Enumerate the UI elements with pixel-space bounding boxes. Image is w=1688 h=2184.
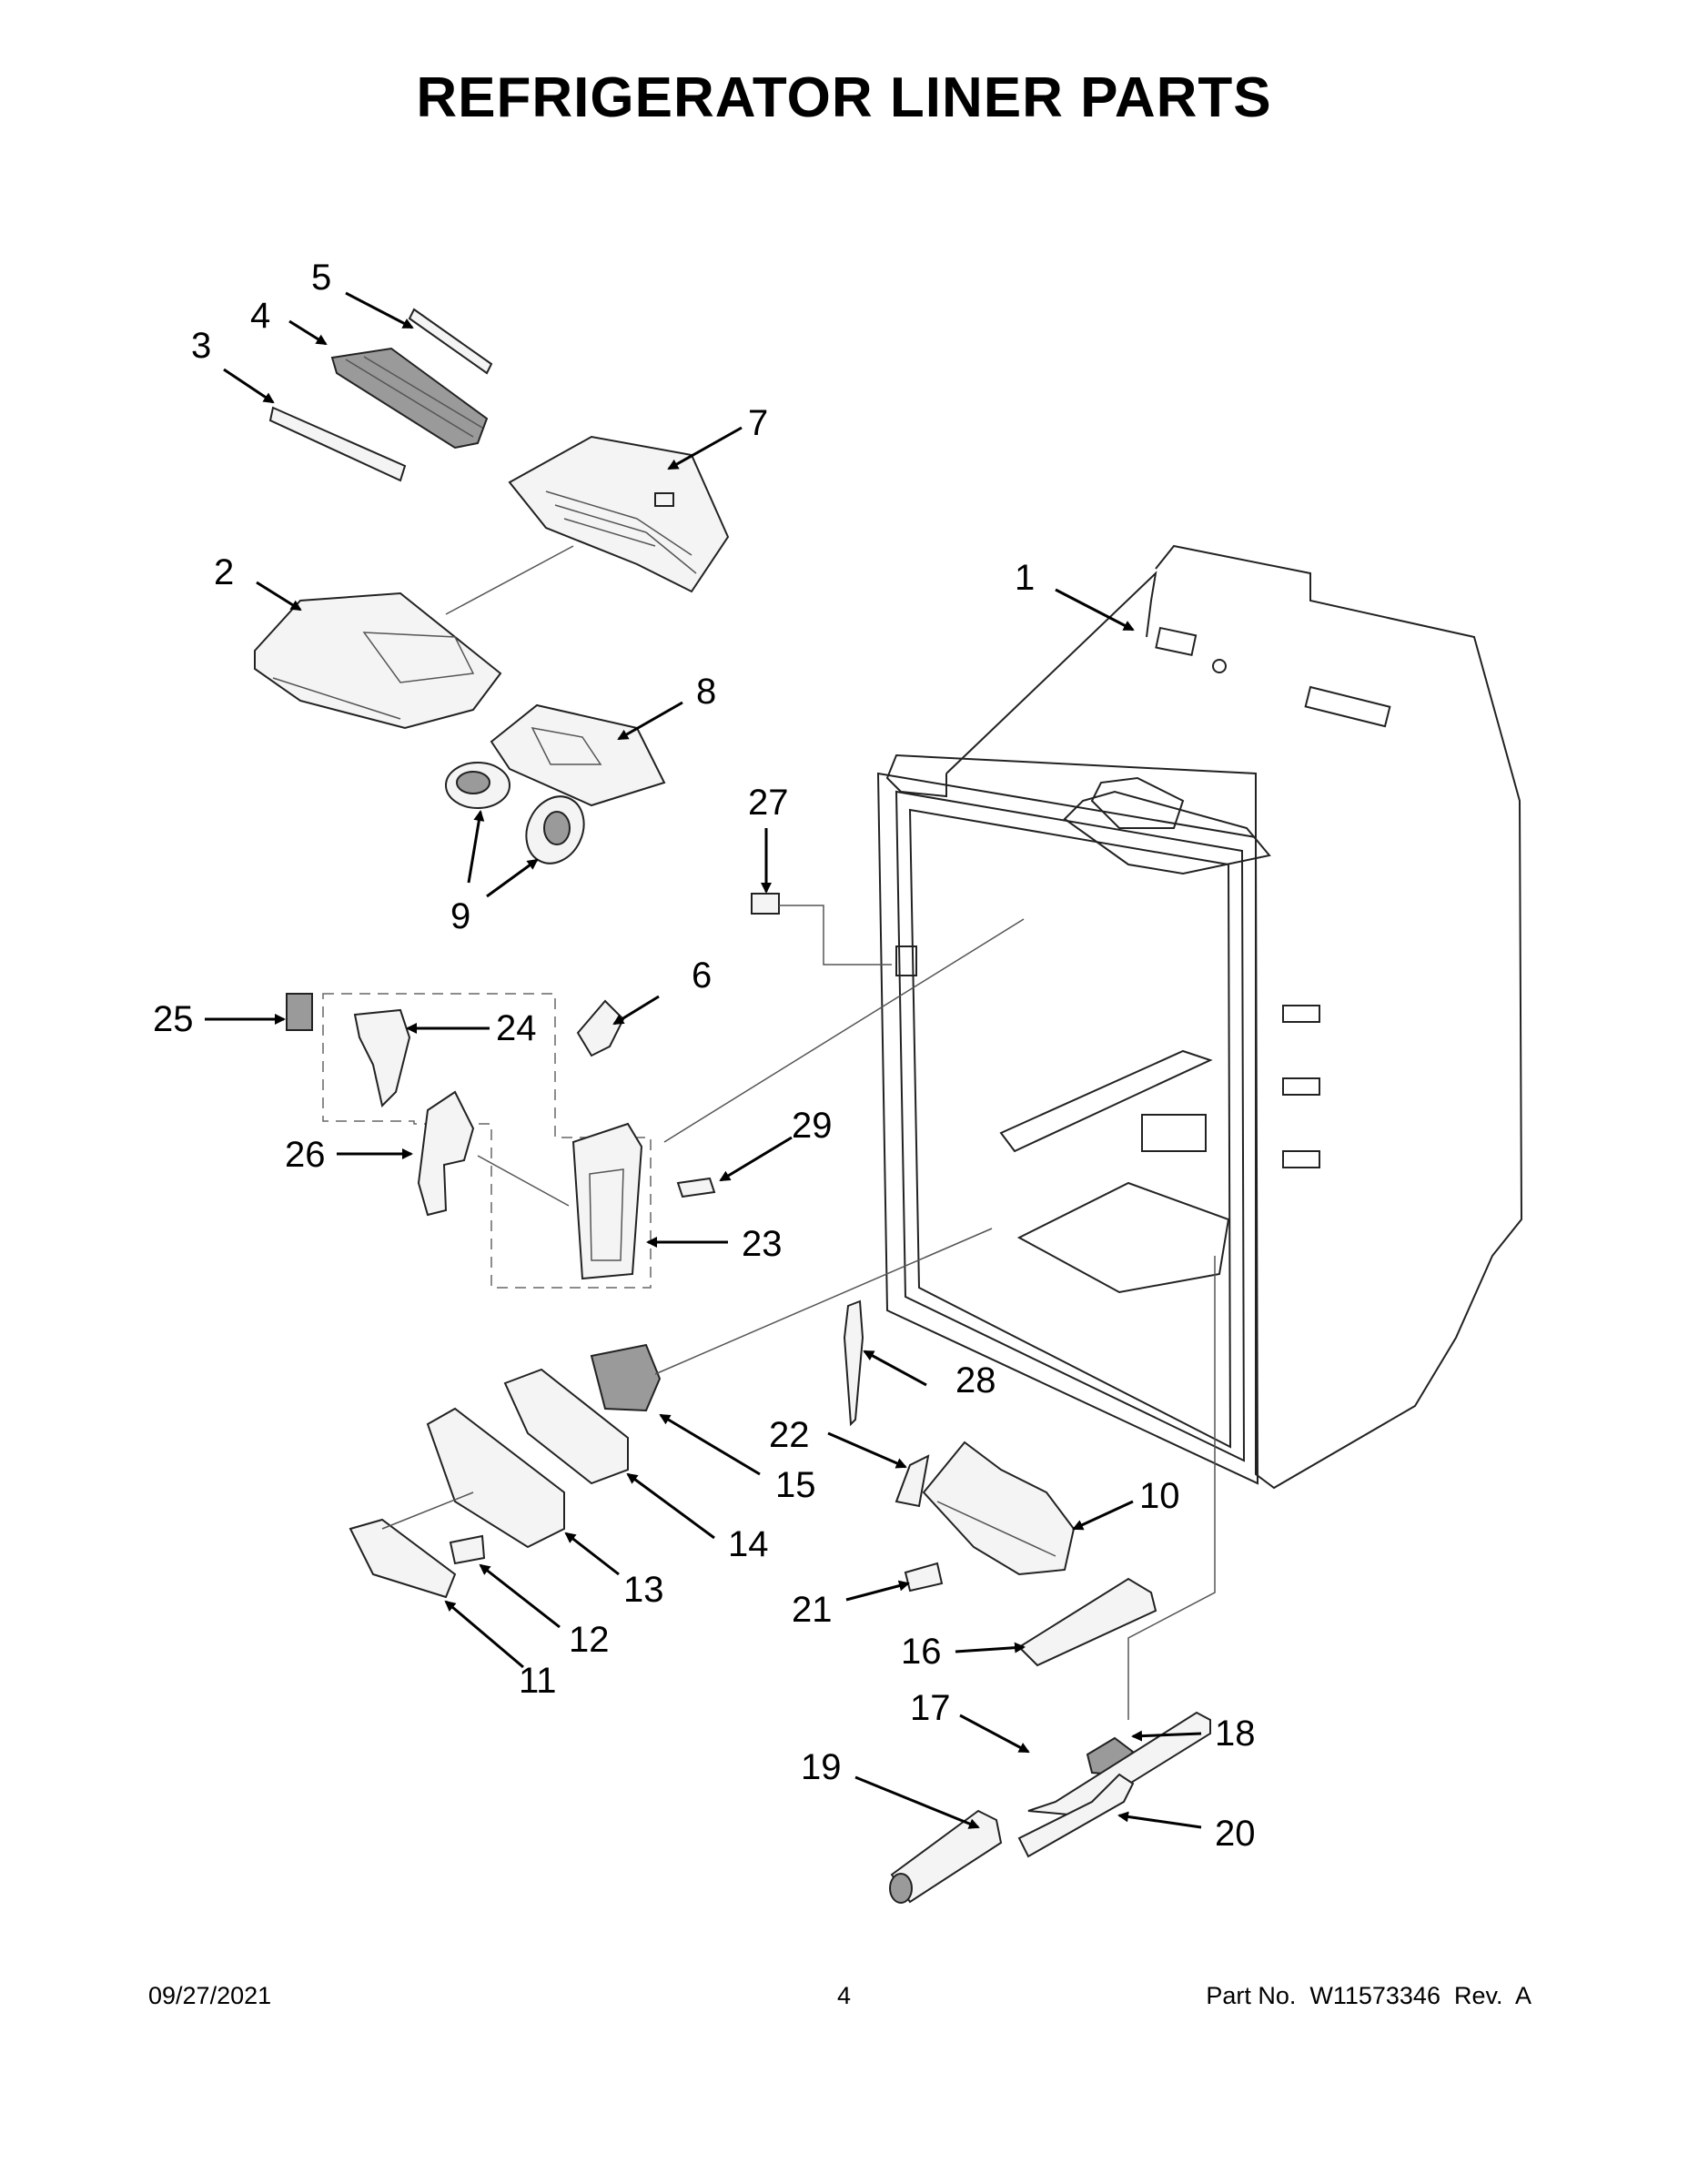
screw-21 xyxy=(904,1562,944,1592)
callout-11: 11 xyxy=(519,1661,557,1701)
callout-21: 21 xyxy=(792,1590,833,1630)
heater-bracket xyxy=(895,1454,930,1508)
callout-26: 26 xyxy=(285,1135,326,1175)
page-title: REFRIGERATOR LINER PARTS xyxy=(416,66,1272,129)
thermistor-28 xyxy=(843,1299,864,1427)
water-filter xyxy=(889,1809,1003,1904)
callout-5: 5 xyxy=(311,258,331,298)
dispenser-actuator xyxy=(353,1008,411,1107)
water-tube xyxy=(417,1090,475,1217)
bezel-cover xyxy=(503,1368,629,1485)
control-clip xyxy=(408,308,493,375)
screw-12 xyxy=(449,1534,486,1565)
dispenser-bezel xyxy=(426,1407,565,1549)
callout-6: 6 xyxy=(692,956,712,996)
dispenser-housing xyxy=(571,1122,643,1280)
callout-22: 22 xyxy=(769,1415,810,1455)
callout-20: 20 xyxy=(1215,1814,1256,1854)
callout-8: 8 xyxy=(696,672,716,712)
leader-lines xyxy=(205,291,1202,1829)
callout-10: 10 xyxy=(1139,1476,1180,1516)
control-housing xyxy=(254,592,502,730)
thermostat-knob-right xyxy=(525,795,585,864)
callout-19: 19 xyxy=(801,1747,842,1787)
callout-3: 3 xyxy=(191,326,211,366)
callout-15: 15 xyxy=(775,1465,816,1505)
control-board xyxy=(330,347,489,450)
liner-cabinet xyxy=(876,544,1523,1490)
callout-23: 23 xyxy=(742,1224,783,1264)
callout-16: 16 xyxy=(901,1632,942,1672)
callout-9: 9 xyxy=(450,896,470,936)
callout-27: 27 xyxy=(748,783,789,823)
callout-14: 14 xyxy=(728,1524,769,1564)
footer-part-number: Part No. W11573346 Rev. A xyxy=(1206,1982,1531,2009)
callout-18: 18 xyxy=(1215,1714,1256,1754)
door-switch xyxy=(751,893,917,976)
dispenser-motor xyxy=(286,993,313,1031)
screw-29 xyxy=(676,1177,716,1198)
callout-labels: 1 2 3 4 5 6 7 8 9 10 11 12 13 14 15 16 1… xyxy=(153,258,1256,1854)
callout-29: 29 xyxy=(792,1106,833,1146)
callout-1: 1 xyxy=(1015,558,1035,598)
trim-11 xyxy=(349,1518,457,1599)
callout-25: 25 xyxy=(153,999,194,1039)
footer-date: 09/27/2021 xyxy=(148,1982,272,2009)
filter-bypass xyxy=(1017,1773,1135,1858)
filter-housing xyxy=(1017,1577,1157,1667)
dispenser-module xyxy=(590,1343,662,1412)
footer-page-number: 4 xyxy=(836,1982,852,2009)
air-duct-cover xyxy=(508,435,730,593)
callout-24: 24 xyxy=(496,1008,537,1048)
callout-4: 4 xyxy=(250,296,270,336)
callout-13: 13 xyxy=(623,1570,664,1610)
callout-28: 28 xyxy=(955,1360,996,1400)
light-strip xyxy=(268,406,407,482)
callout-7: 7 xyxy=(748,403,768,443)
heater-assembly xyxy=(922,1441,1076,1576)
fan-housing xyxy=(490,703,666,807)
thermostat-knob-left xyxy=(445,762,510,809)
clip-bracket xyxy=(576,999,625,1057)
callout-2: 2 xyxy=(214,552,234,592)
callout-17: 17 xyxy=(910,1688,951,1728)
callout-12: 12 xyxy=(569,1620,610,1660)
